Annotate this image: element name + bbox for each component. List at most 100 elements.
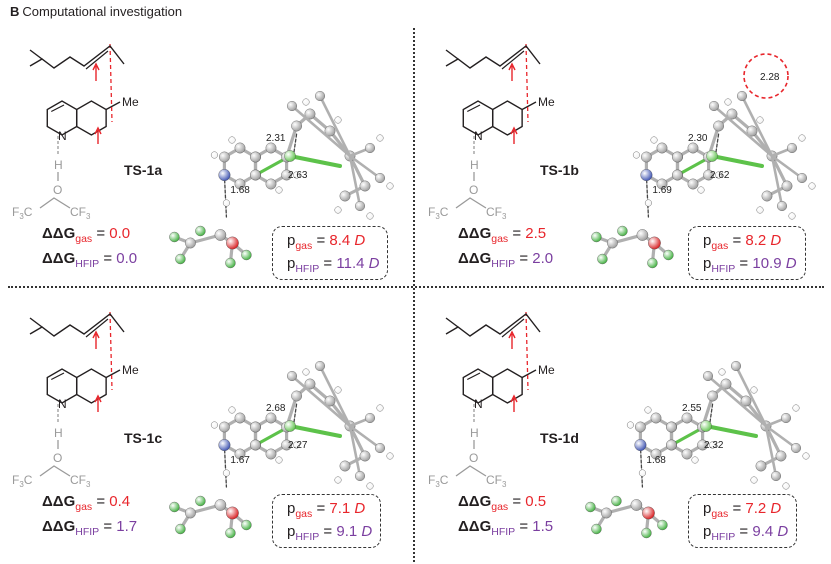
arrow-up-icon bbox=[92, 62, 100, 81]
hydrogen-atom bbox=[334, 206, 342, 214]
hydrogen-atom bbox=[376, 134, 384, 142]
ts-label: TS-1b bbox=[540, 162, 579, 178]
double-bond bbox=[51, 104, 65, 113]
carbon-atom bbox=[650, 448, 662, 460]
carbon-atom bbox=[666, 421, 677, 433]
hydrogen-atom bbox=[650, 136, 658, 144]
arrow-up-icon bbox=[94, 126, 102, 144]
ddg-gas-value: 0.4 bbox=[109, 493, 131, 510]
oxygen-atom bbox=[642, 506, 655, 520]
hydrogen-atom bbox=[808, 182, 816, 190]
bond bbox=[348, 154, 367, 188]
carbon-atom bbox=[365, 142, 376, 153]
fluorine-atom bbox=[591, 231, 602, 243]
dipole-hfip-row: pHFIP = 9.1 D bbox=[287, 523, 373, 543]
hydrogen-atom bbox=[210, 421, 218, 429]
carbon-atom bbox=[234, 142, 246, 154]
bond bbox=[288, 424, 342, 438]
hfip-backbone bbox=[455, 197, 487, 209]
double-bond bbox=[501, 318, 525, 338]
benzene-ring bbox=[75, 368, 107, 404]
carbon-atom bbox=[713, 120, 724, 132]
dipole-hfip-row: pHFIP = 9.4 D bbox=[703, 523, 789, 543]
bond bbox=[770, 154, 784, 208]
hydrogen-atom bbox=[709, 441, 717, 449]
carbon-atom bbox=[797, 172, 808, 183]
bond bbox=[348, 424, 362, 478]
carbon-atom bbox=[703, 370, 714, 381]
hydrogen-atom bbox=[756, 116, 764, 124]
bond bbox=[740, 94, 774, 158]
benzene-ring bbox=[491, 100, 523, 136]
hydrogen-atom bbox=[275, 456, 283, 464]
carbon-atom bbox=[265, 412, 277, 424]
bond bbox=[645, 174, 650, 218]
hydrogen-atom bbox=[228, 136, 236, 144]
ts-3d-model: 2.682.271.67 bbox=[169, 360, 394, 539]
carbon-atom bbox=[265, 448, 277, 460]
green-atom bbox=[706, 150, 718, 162]
hydrogen-atom bbox=[228, 406, 236, 414]
carbon-atom bbox=[185, 507, 196, 519]
carbon-atom bbox=[707, 390, 718, 402]
carbon-atom bbox=[607, 237, 618, 249]
nitrogen-atom bbox=[640, 168, 653, 181]
distance-label: 2.62 bbox=[710, 170, 730, 181]
hydrogen-atom bbox=[334, 116, 342, 124]
fluorine-atom bbox=[591, 523, 602, 535]
carbon-atom bbox=[726, 108, 738, 120]
ddg-hfip-value: 0.0 bbox=[116, 250, 138, 267]
methyl-bond bbox=[521, 369, 537, 379]
dipole-hfip-row: pHFIP = 10.9 D bbox=[703, 255, 797, 275]
section-title: Computational investigation bbox=[22, 4, 183, 19]
hydrogen-atom bbox=[366, 212, 374, 220]
bond bbox=[290, 374, 352, 428]
arrow-up-icon bbox=[510, 394, 518, 412]
nitrogen-label: N bbox=[474, 397, 483, 411]
dipole-gas-row: pgas = 8.4 D bbox=[287, 232, 366, 252]
carbon-atom bbox=[687, 142, 699, 154]
carbon-atom bbox=[737, 90, 748, 101]
carbon-atom bbox=[281, 169, 292, 181]
fluorine-atom bbox=[663, 249, 674, 261]
carbon-atom bbox=[375, 442, 386, 453]
arrow-up-icon bbox=[94, 394, 102, 412]
dipole-hfip-value: 11.4 D bbox=[336, 255, 380, 272]
bond bbox=[293, 133, 298, 153]
dipole-gas-row: pgas = 8.2 D bbox=[703, 232, 782, 252]
distance-label: 1.68 bbox=[230, 185, 250, 196]
ddg-gas-row: ΔΔGgas = 2.5 bbox=[458, 225, 547, 245]
carbon-atom bbox=[234, 448, 246, 460]
hfip-backbone bbox=[39, 465, 71, 477]
carbon-atom bbox=[324, 125, 336, 137]
dipole-gas-value: 7.1 D bbox=[329, 500, 366, 517]
benzene-ring bbox=[75, 100, 107, 136]
methyl-bond bbox=[105, 101, 121, 111]
fluorine-atom bbox=[611, 495, 622, 507]
alkene-chain bbox=[445, 313, 541, 337]
fluorine-atom bbox=[241, 519, 252, 531]
cf3-label: CF3 bbox=[486, 205, 507, 221]
cf3-label: CF3 bbox=[486, 473, 507, 489]
hydrogen-atom bbox=[782, 482, 790, 490]
hydrogen-atom bbox=[376, 404, 384, 412]
carbon-atom bbox=[250, 169, 261, 181]
horizontal-divider bbox=[8, 286, 824, 288]
carbon-atom bbox=[781, 180, 793, 192]
hydrogen-atom bbox=[750, 476, 758, 484]
ddg-gas-row: ΔΔGgas = 0.4 bbox=[42, 493, 131, 513]
bond bbox=[709, 403, 714, 423]
bond bbox=[348, 424, 367, 458]
double-bond bbox=[467, 372, 481, 381]
carbon-atom bbox=[324, 395, 336, 407]
methyl-bond bbox=[521, 101, 537, 111]
bond bbox=[318, 94, 352, 158]
ts-3d-model: 2.312.631.68 bbox=[169, 90, 394, 269]
carbon-atom bbox=[720, 378, 732, 390]
